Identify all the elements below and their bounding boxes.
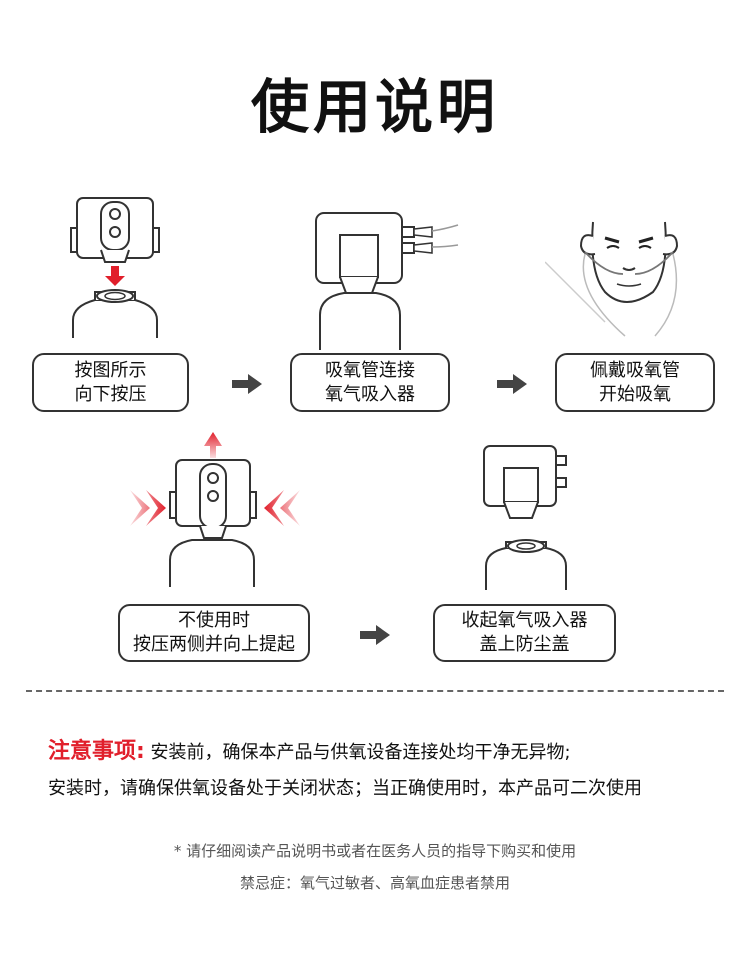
illustration-store-cap [483, 445, 567, 590]
notes-label: 注意事项: [48, 739, 145, 764]
illustration-squeeze-lift [130, 432, 300, 587]
notes-section: 注意事项: 安装前，确保本产品与供氧设备连接处均干净无异物; 安装时，请确保供氧… [48, 734, 728, 807]
step-5-line2: 盖上防尘盖 [479, 634, 570, 655]
page-title: 使用说明 [250, 73, 499, 141]
step-3-line2: 开始吸氧 [599, 383, 671, 405]
step-2-box: 吸氧管连接 氧气吸入器 [290, 353, 450, 412]
step-2-line2: 氧气吸入器 [325, 383, 415, 405]
illustration-wear-cannula [545, 221, 679, 337]
step-4-box: 不使用时 按压两侧并向上提起 [118, 604, 310, 662]
step-5-box: 收起氧气吸入器 盖上防尘盖 [433, 604, 616, 662]
step-4-line2: 按压两侧并向上提起 [133, 634, 295, 655]
arrow-right-icon [497, 374, 527, 394]
step-3-box: 佩戴吸氧管 开始吸氧 [555, 353, 715, 412]
arrow-right-icon [360, 625, 390, 645]
footer-contraindication: 禁忌症：氧气过敏者、高氧血症患者禁用 [239, 874, 510, 892]
arrow-right-icon [232, 374, 262, 394]
illustration-connect-tube [315, 212, 459, 350]
dashed-divider [26, 690, 724, 692]
notes-line-1: 注意事项: 安装前，确保本产品与供氧设备连接处均干净无异物; [48, 734, 728, 771]
step-1-line2: 向下按压 [74, 383, 147, 405]
step-2-line1: 吸氧管连接 [325, 359, 415, 381]
step-4-line1: 不使用时 [178, 610, 250, 631]
notes-text-1: 安装前，确保本产品与供氧设备连接处均干净无异物; [150, 742, 571, 763]
step-3-line1: 佩戴吸氧管 [590, 359, 680, 381]
step-5-line1: 收起氧气吸入器 [461, 610, 588, 631]
step-1-line1: 按图所示 [74, 359, 147, 381]
illustration-press-down [70, 197, 160, 338]
notes-text-2: 安装时，请确保供氧设备处于关闭状态；当正确使用时，本产品可二次使用 [48, 778, 642, 799]
step-1-box: 按图所示 向下按压 [32, 353, 189, 412]
footer-disclaimer: * 请仔细阅读产品说明书或者在医务人员的指导下购买和使用 [173, 842, 577, 860]
